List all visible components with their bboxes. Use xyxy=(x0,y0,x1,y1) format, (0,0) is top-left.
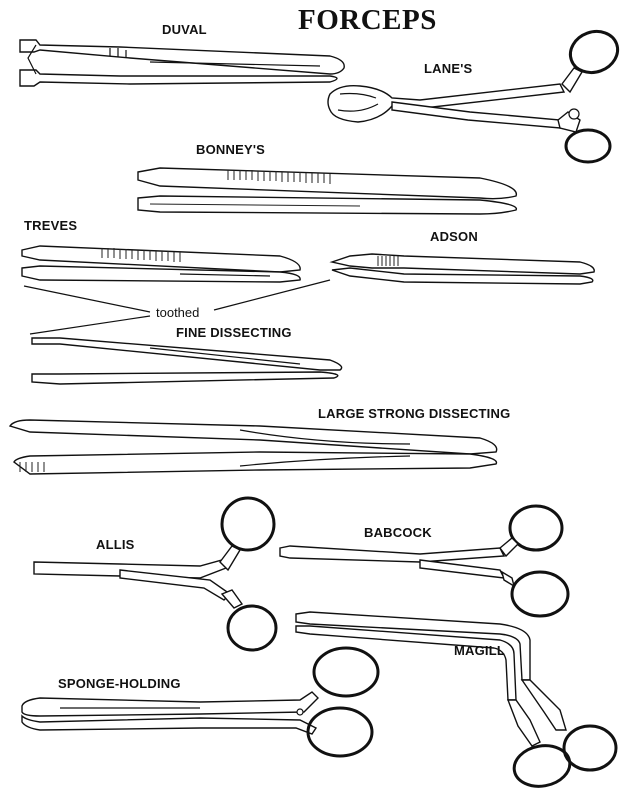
bonneys-forceps-drawing xyxy=(138,168,516,214)
large-strong-dissecting-forceps-drawing xyxy=(10,420,497,474)
duval-forceps-drawing xyxy=(20,40,344,86)
label-duval: DUVAL xyxy=(162,22,207,37)
label-adson: ADSON xyxy=(430,229,478,244)
label-magill: MAGILL xyxy=(454,643,505,658)
label-fine-dissecting: FINE DISSECTING xyxy=(176,325,292,340)
fine-dissecting-forceps-drawing xyxy=(32,338,342,384)
babcock-forceps-drawing xyxy=(280,506,568,616)
sponge-holding-forceps-drawing xyxy=(22,648,378,756)
page-title: FORCEPS xyxy=(298,4,437,37)
label-large-strong-dissecting: LARGE STRONG DISSECTING xyxy=(318,406,510,421)
adson-forceps-drawing xyxy=(332,254,594,284)
label-babcock: BABCOCK xyxy=(364,525,432,540)
label-sponge-holding: SPONGE-HOLDING xyxy=(58,676,181,691)
label-treves: TREVES xyxy=(24,218,77,233)
label-allis: ALLIS xyxy=(96,537,135,552)
label-bonneys: BONNEY'S xyxy=(196,142,265,157)
label-lanes: LANE'S xyxy=(424,61,472,76)
allis-forceps-drawing xyxy=(34,498,276,650)
lanes-forceps-drawing xyxy=(328,25,622,162)
toothed-note: toothed xyxy=(156,305,199,320)
treves-forceps-drawing xyxy=(22,246,300,282)
magill-forceps-drawing xyxy=(296,612,616,791)
